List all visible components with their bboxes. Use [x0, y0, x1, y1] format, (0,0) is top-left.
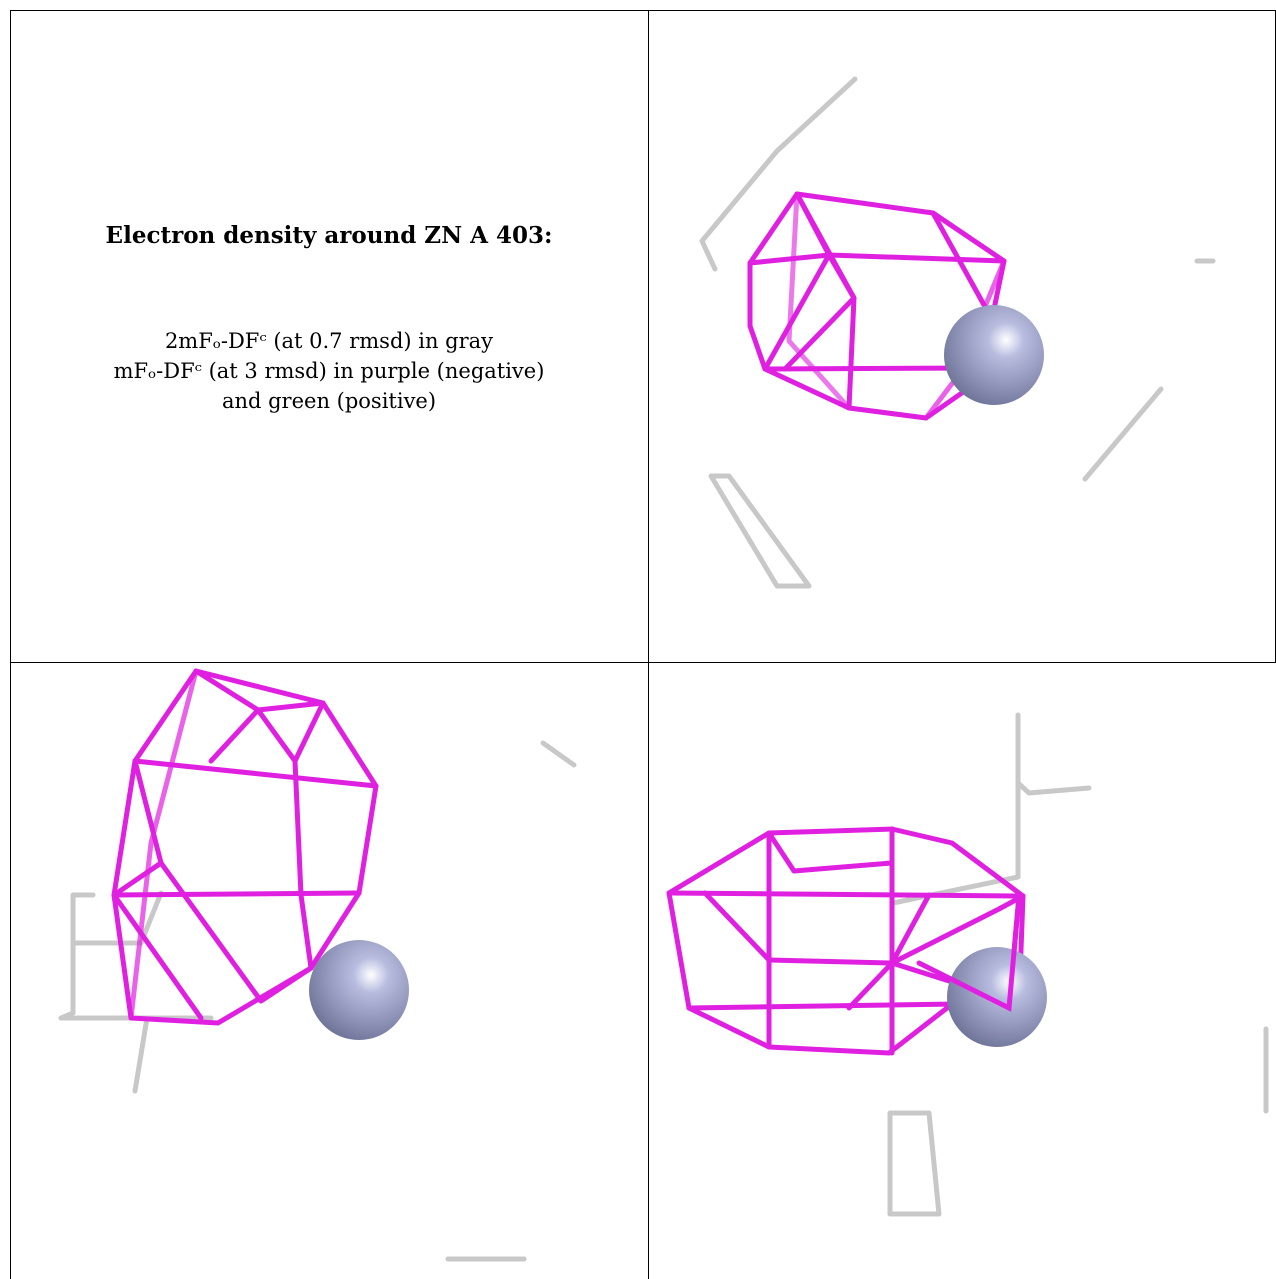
caption-line-purple: mFₒ-DFᶜ (at 3 rmsd) in purple (negative) [113, 359, 545, 383]
figure-grid [10, 10, 1276, 1279]
density-view-1 [699, 76, 1216, 589]
zinc-atom-sphere [309, 940, 409, 1040]
zinc-atom-sphere [944, 305, 1044, 405]
density-panel-bottom-right [649, 663, 1275, 1279]
purple-density-mesh [111, 668, 379, 1026]
zinc-atom-sphere [947, 947, 1047, 1047]
gray-density-mesh [887, 712, 1269, 1217]
density-panel-bottom-left [11, 663, 648, 1279]
density-view-3 [666, 712, 1269, 1217]
caption-legend: 2mFₒ-DFᶜ (at 0.7 rmsd) in gray mFₒ-DFᶜ (… [10, 326, 648, 416]
density-view-2 [58, 668, 577, 1262]
grid-divider-vertical [648, 10, 649, 1279]
caption-title: Electron density around ZN A 403: [105, 222, 553, 249]
gray-density-mesh [699, 76, 1216, 589]
caption-panel: Electron density around ZN A 403: 2mFₒ-D… [10, 10, 648, 662]
grid-divider-horizontal [10, 662, 1276, 663]
caption-line-gray: 2mFₒ-DFᶜ (at 0.7 rmsd) in gray [164, 329, 494, 353]
caption-line-green: and green (positive) [221, 389, 437, 413]
density-panel-top-right [649, 11, 1275, 662]
purple-density-mesh-front [916, 893, 1022, 1012]
